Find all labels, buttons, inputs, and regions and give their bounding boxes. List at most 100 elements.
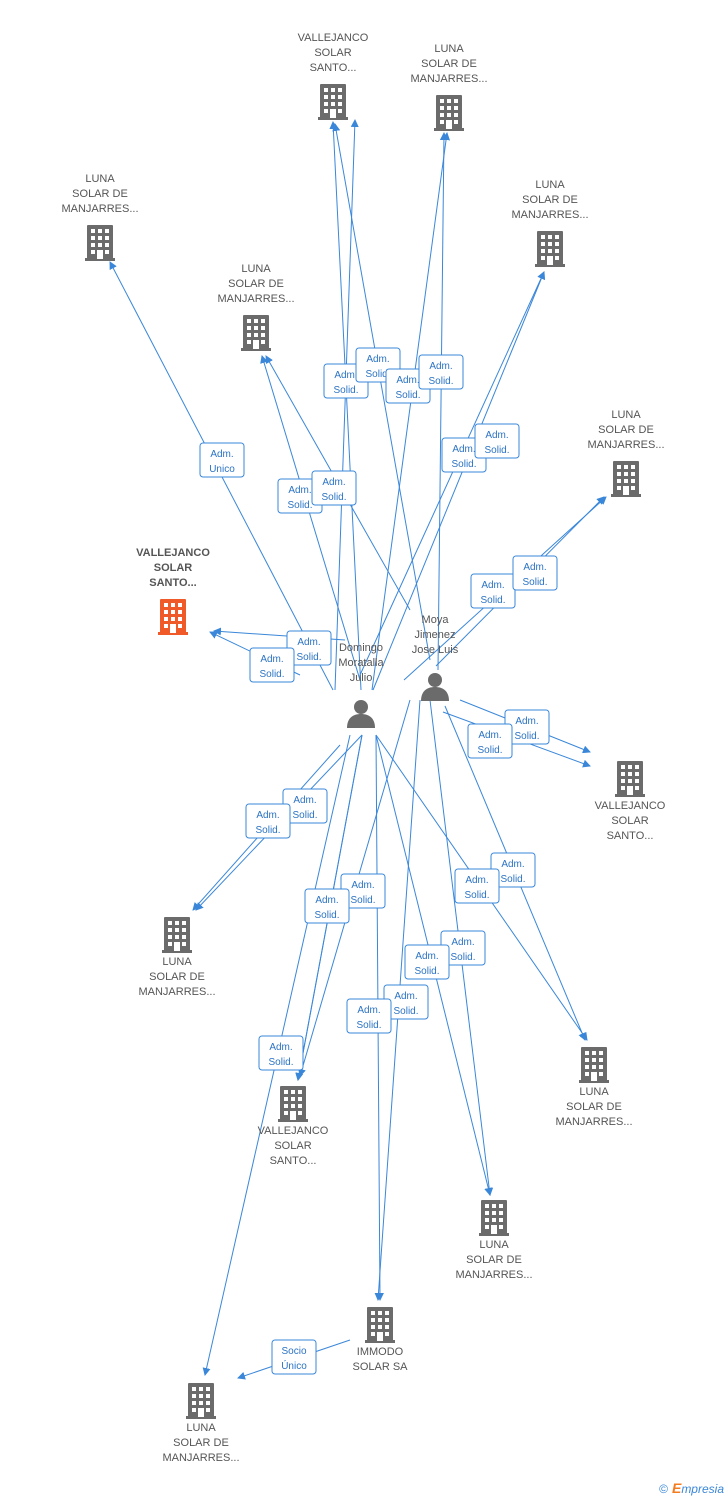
badge-label: Solid. [268,1057,293,1068]
relation-badge[interactable]: Adm.Solid. [474,423,520,459]
main-company-node[interactable]: VALLEJANCOSOLARSANTO... [136,547,210,635]
company-node[interactable]: IMMODO SOLAR SA [352,1307,408,1373]
company-label: VALLEJANCO [258,1125,329,1137]
company-label: MANJARRES... [217,293,294,305]
company-node[interactable]: VALLEJANCOSOLARSANTO... [298,32,369,120]
company-label: MANJARRES... [455,1269,532,1281]
person-icon [421,673,449,701]
building-icon [278,1086,308,1122]
building-icon [611,461,641,497]
company-node[interactable]: LUNA SOLAR DE MANJARRES... [455,1200,533,1281]
badge-label: Adm. [429,361,452,372]
company-label: SOLAR DE [466,1254,522,1266]
relation-badge[interactable]: Adm.Unico [199,442,245,478]
relation-badge[interactable]: Adm. Solid. [346,998,392,1034]
badge-label: Adm. [322,477,345,488]
company-label: LUNA [186,1422,216,1434]
relation-badge[interactable]: Adm. Solid. [340,873,386,909]
building-icon [479,1200,509,1236]
building-icon [85,225,115,261]
badge-label: Solid. [414,966,439,977]
company-label: SOLAR SA [352,1361,408,1373]
relation-badge[interactable]: Adm.Solid. [245,803,291,839]
relation-badge[interactable]: Adm. Solid. [467,723,513,759]
company-label: VALLEJANCO [595,800,666,812]
company-node[interactable]: LUNA SOLAR DE MANJARRES... [217,263,295,351]
relation-badge[interactable]: Adm.Solid. [311,470,357,506]
brand-initial: E [671,1480,682,1496]
person-label: Jose Luis [412,644,459,656]
relationship-edge [437,132,448,671]
company-label: LUNA [479,1239,509,1251]
company-label: MANJARRES... [587,439,664,451]
badge-label: Solid. [292,810,317,821]
badge-label: Solid. [484,445,509,456]
company-label: MANJARRES... [555,1116,632,1128]
company-label: SOLAR DE [149,971,205,983]
badge-label: Adm. [523,562,546,573]
person-label: Moya [422,614,450,626]
relation-badge[interactable]: Adm.Solid. [249,647,295,683]
badge-label: Adm. [465,875,488,886]
person-label: Jimenez [415,629,456,641]
company-node[interactable]: VALLEJANCOSOLARSANTO... [258,1086,329,1167]
person-label: Moratalla [338,657,384,669]
relationship-edge [329,121,362,691]
relation-badge[interactable]: Adm.Solid. [440,930,486,966]
badge-label: Solid. [393,1006,418,1017]
building-icon [186,1383,216,1419]
badge-label: Adm. [478,730,501,741]
badge-label: Adm. [256,810,279,821]
badge-label: Socio [281,1346,306,1357]
badge-label: Solid. [350,895,375,906]
relation-badge[interactable]: Adm.Solid. [383,984,429,1020]
company-label: IMMODO [357,1346,404,1358]
company-label: SOLAR [314,47,351,59]
badge-label: Solid. [500,874,525,885]
relation-badge[interactable]: Adm.Solid. [454,868,500,904]
building-icon [535,231,565,267]
badge-label: Solid. [477,745,502,756]
relation-badge[interactable]: Adm.Solid. [418,354,464,390]
badge-label: Solid. [314,910,339,921]
badge-label: Solid. [365,369,390,380]
company-label: SOLAR DE [598,424,654,436]
badge-label: Adm. [260,654,283,665]
company-label: LUNA [241,263,271,275]
company-label: SOLAR DE [72,188,128,200]
building-icon [434,95,464,131]
badge-label: Solid. [333,385,358,396]
relation-badge[interactable]: Adm.Solid. [304,888,350,924]
badge-label: Adm. [351,880,374,891]
company-label: LUNA [434,43,464,55]
relation-badge[interactable]: Adm.Solid. [258,1035,304,1071]
relation-badge[interactable]: Adm.Solid. [470,573,516,609]
badges-layer: Adm. Solid. Adm. Solid. Adm. Solid. Adm. Solid.… [199,347,558,1375]
badge-label: Unico [209,464,235,475]
building-icon [365,1307,395,1343]
company-label: SOLAR [611,815,648,827]
relation-badge[interactable]: Adm.Solid. [277,478,323,514]
relation-badge[interactable]: Adm.Solid. [512,555,558,591]
company-label: SOLAR [274,1140,311,1152]
company-label: SANTO... [310,62,357,74]
relation-badge[interactable]: Adm.Solid. [404,944,450,980]
company-label: SOLAR DE [228,278,284,290]
badge-label: Adm. [357,1005,380,1016]
relationship-edge [359,271,545,676]
edges-layer [109,119,607,1380]
badge-label: Solid. [356,1020,381,1031]
building-icon [615,761,645,797]
company-node[interactable]: VALLEJANCOSOLARSANTO... [595,761,666,842]
